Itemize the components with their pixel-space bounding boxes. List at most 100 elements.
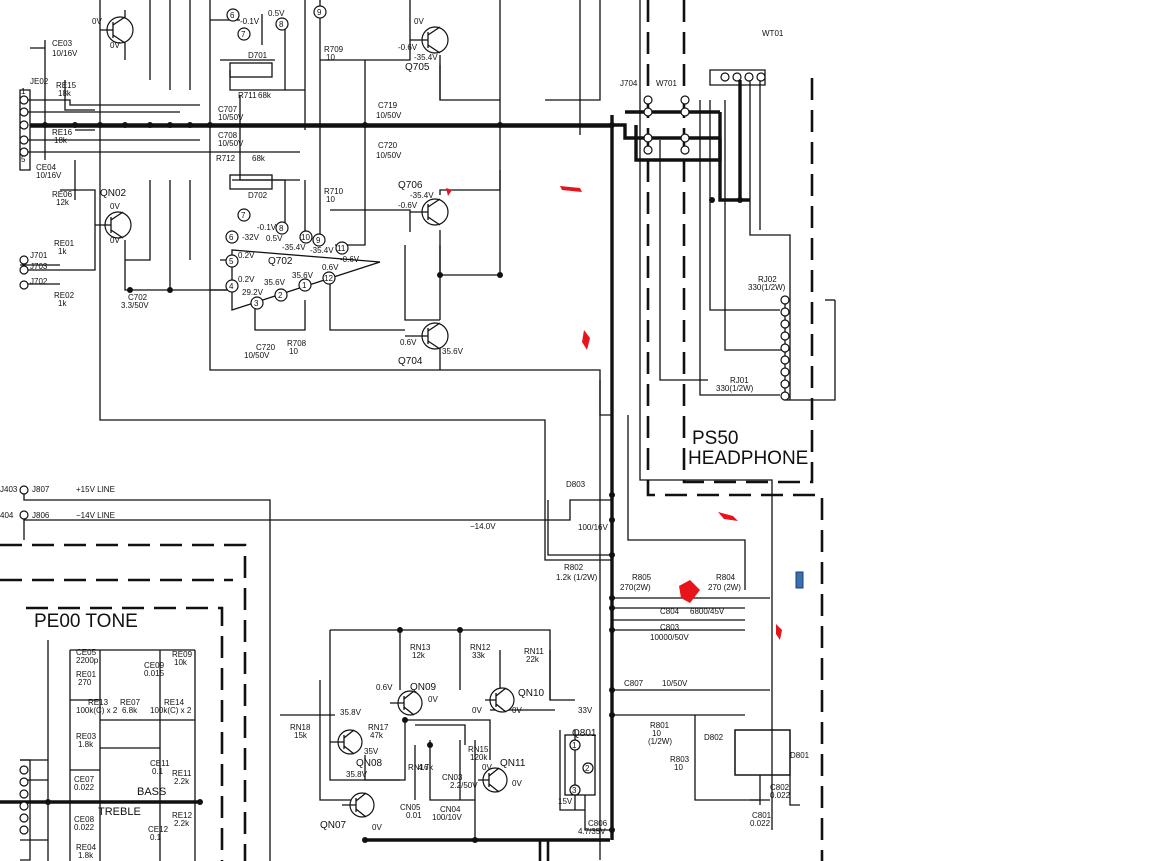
voltage-reading: -0.6V: [340, 255, 360, 264]
label-q706: Q706: [398, 180, 423, 191]
label-c802-value: 0.022: [770, 791, 791, 800]
label-rj02-value: 330(1/2W): [748, 283, 786, 292]
label-q801: Q801: [572, 728, 597, 739]
d801-bridge: [734, 729, 791, 776]
label-ce03: CE03: [52, 39, 73, 48]
label-c807: C807: [624, 679, 644, 688]
label-c719-value: 10/50V: [376, 111, 402, 120]
label-rn11-value: 22k: [526, 655, 540, 664]
label-ce12-value: 0.1: [150, 833, 162, 842]
voltage-reading: 29.2V: [242, 288, 264, 297]
label-rn18-value: 15k: [294, 731, 308, 740]
voltage-reading: 35.6V: [442, 347, 464, 356]
voltage-readings: 0V 0V -0.1V 0.5V -0.6V -35.4V 0V 0V 0V -…: [92, 9, 593, 832]
label-r709: R709: [324, 45, 344, 54]
svg-text:9: 9: [317, 8, 322, 17]
label-r803-value: 10: [674, 763, 683, 772]
label-cn03: CN03: [442, 773, 463, 782]
label-minus14-measured: −14.0V: [470, 522, 496, 531]
label-r709-value: 10: [326, 53, 335, 62]
position-marker: [795, 571, 804, 589]
label-r711-value: 68k: [258, 91, 272, 100]
label-je02: JE02: [30, 77, 49, 86]
svg-text:8: 8: [279, 224, 284, 233]
svg-text:7: 7: [241, 211, 246, 220]
label-rn13: RN13: [410, 643, 431, 652]
label-plus15: +15V LINE: [76, 485, 115, 494]
svg-text:9: 9: [316, 236, 321, 245]
label-r710: R710: [324, 187, 344, 196]
label-ce05: CE05: [76, 648, 97, 657]
label-j703: J703: [30, 262, 48, 271]
label-qn02: QN02: [100, 188, 127, 199]
label-c708-value: 10/50V: [218, 139, 244, 148]
label-rn12-value: 33k: [472, 651, 486, 660]
junctions: [42, 122, 743, 843]
label-r803: R803: [670, 755, 690, 764]
label-r804: R804: [716, 573, 736, 582]
svg-text:7: 7: [241, 30, 246, 39]
q705-transistor: [410, 26, 449, 54]
voltage-reading: 0.5V: [268, 9, 285, 18]
bass-label: BASS: [137, 786, 166, 798]
label-d802: D802: [704, 733, 724, 742]
label-re03-value: 1.8k: [78, 740, 94, 749]
label-re15: RE15: [56, 81, 77, 90]
voltage-reading: 0V: [372, 823, 382, 832]
label-rn15-value: 120k: [470, 753, 488, 762]
label-r708: R708: [287, 339, 307, 348]
voltage-reading: 0.6V: [400, 338, 417, 347]
svg-text:8: 8: [279, 20, 284, 29]
label-re02-value: 1k: [58, 299, 67, 308]
label-re07: RE07: [120, 698, 141, 707]
label-j806: J806: [32, 511, 50, 520]
svg-text:3: 3: [254, 299, 259, 308]
svg-text:12: 12: [324, 274, 333, 283]
label-re15-value: 18k: [58, 89, 72, 98]
label-c804: C804: [660, 607, 680, 616]
label-rn18: RN18: [290, 723, 311, 732]
label-minus14: −14V LINE: [76, 511, 115, 520]
label-c804-value: 6800/45V: [690, 607, 725, 616]
label-ce07: CE07: [74, 775, 95, 784]
voltage-reading: 0.2V: [238, 251, 255, 260]
label-ce12: CE12: [148, 825, 169, 834]
label-re01: RE01: [54, 239, 75, 248]
label-re06-value: 12k: [56, 198, 70, 207]
label-d801: D801: [790, 751, 810, 760]
svg-text:4: 4: [229, 282, 234, 291]
voltage-reading: 0V: [110, 236, 120, 245]
qn01-transistor: [100, 16, 134, 44]
label-cn05-value: 0.01: [406, 811, 422, 820]
label-c802: C802: [770, 783, 790, 792]
label-c720-value: 10/50V: [376, 151, 402, 160]
label-ce08-value: 0.022: [74, 823, 95, 832]
voltage-reading: 0V: [92, 17, 102, 26]
svg-text:11: 11: [337, 244, 346, 253]
label-cap-100-16: 100/16V: [578, 523, 608, 532]
label-rn16: RN16: [408, 763, 429, 772]
headphone-label: HEADPHONE: [688, 448, 808, 469]
label-c807-value: 10/50V: [662, 679, 688, 688]
voltage-reading: -35.4V: [282, 243, 306, 252]
svg-text:1: 1: [302, 281, 307, 290]
label-c720: C720: [378, 141, 398, 150]
label-re03: RE03: [76, 732, 97, 741]
label-d701: D701: [248, 51, 268, 60]
voltage-reading: -0.6V: [398, 201, 418, 210]
label-r712-value: 68k: [252, 154, 266, 163]
transistors: [95, 16, 791, 818]
label-r712: R712: [216, 154, 236, 163]
ic-q702-pins: [225, 5, 349, 310]
label-c719: C719: [378, 101, 398, 110]
label-cn03-value: 2.2/50V: [450, 781, 478, 790]
label-qn09: QN09: [410, 682, 437, 693]
label-re14: RE14: [164, 698, 185, 707]
label-r804-value: 270 (2W): [708, 583, 741, 592]
label-rn17: RN17: [368, 723, 389, 732]
voltage-reading: -0.1V: [257, 223, 277, 232]
label-ce09: CE09: [144, 661, 165, 670]
label-r711: R711: [238, 91, 257, 100]
label-re14-value: 100k(C) x 2: [150, 706, 192, 715]
label-rn15: RN15: [468, 745, 489, 754]
